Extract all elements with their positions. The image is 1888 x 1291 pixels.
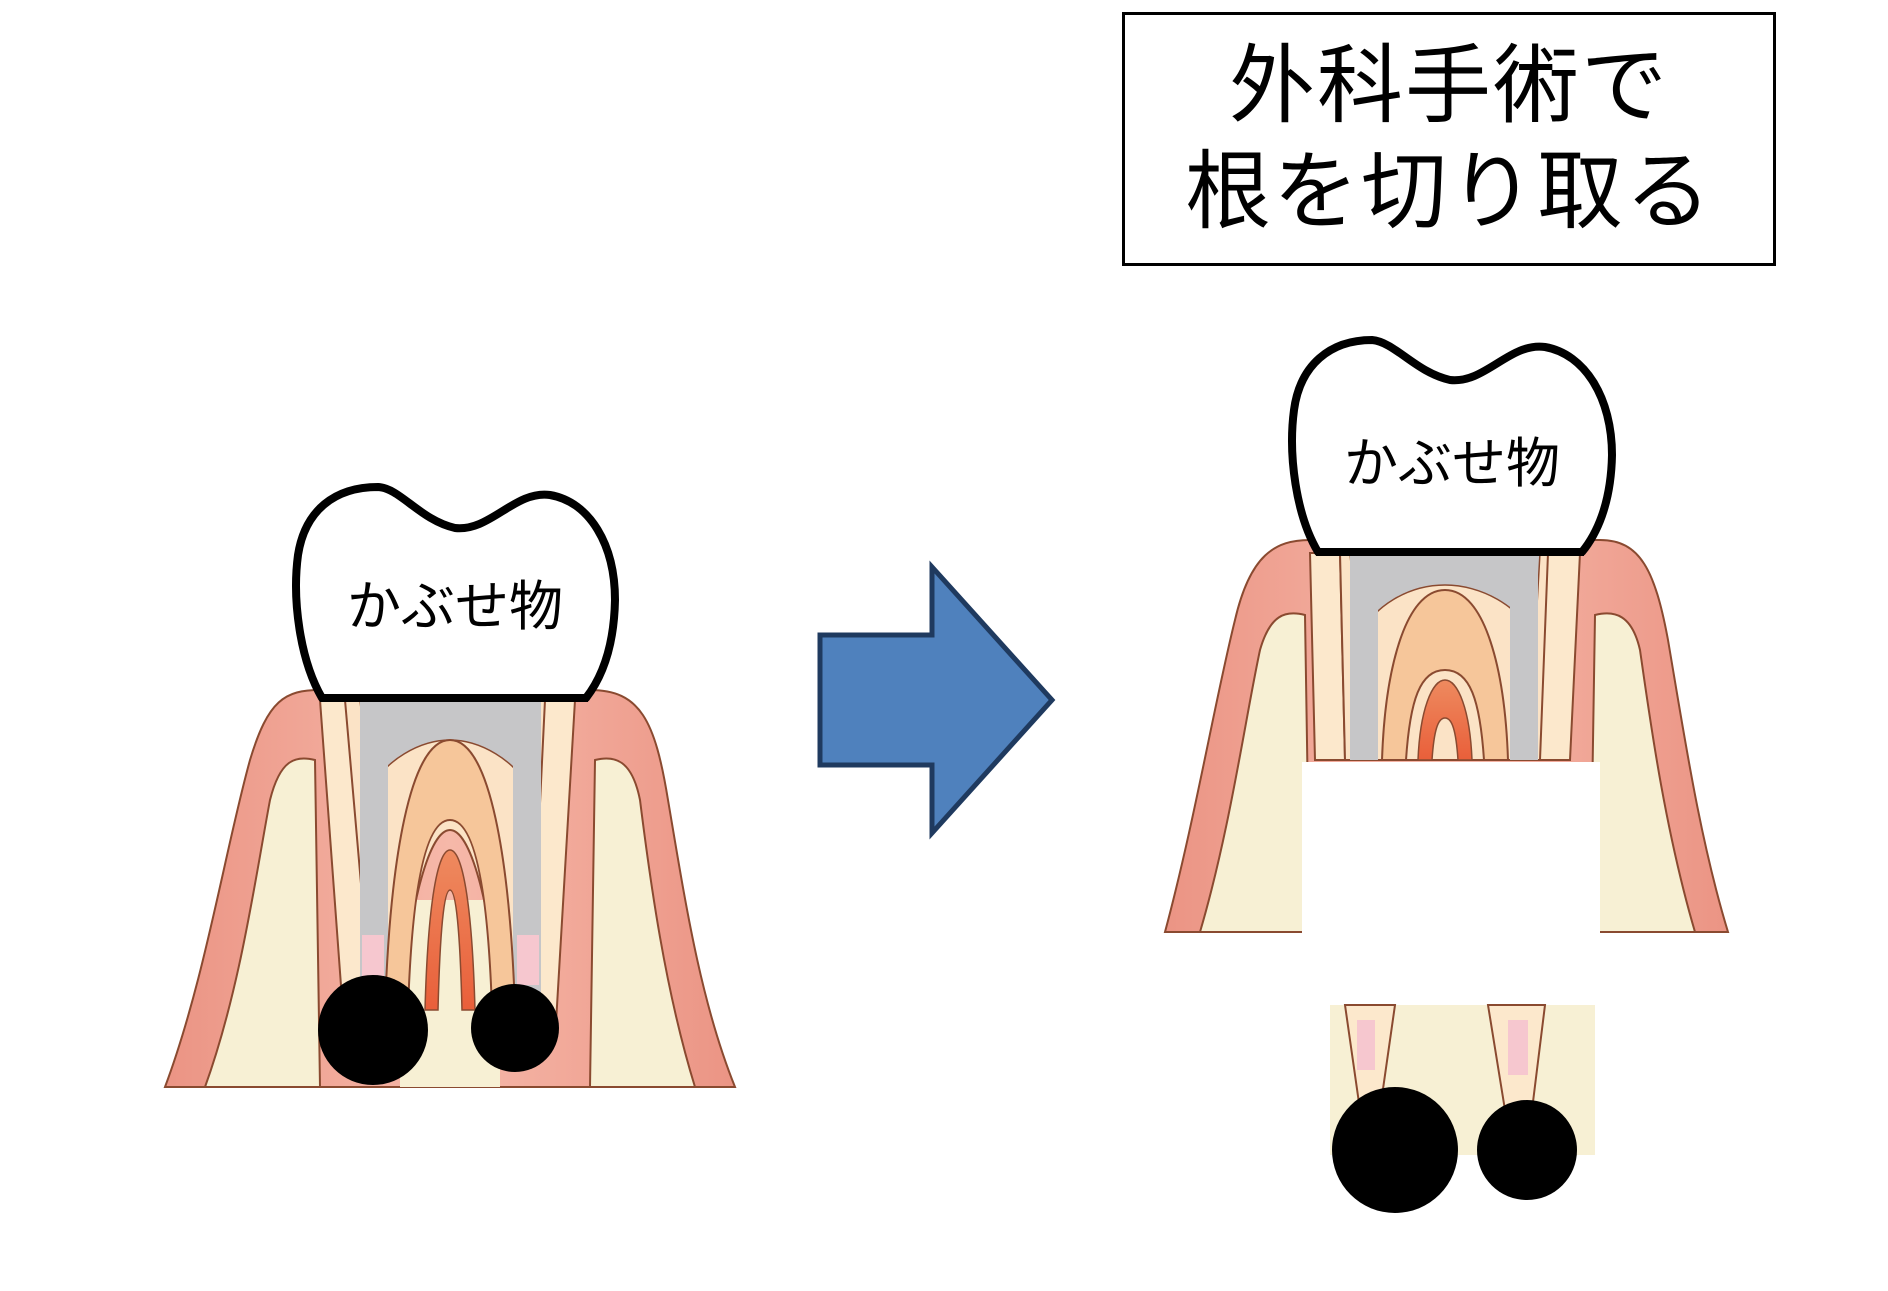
bone-after-left	[1198, 612, 1312, 933]
canal-tip-before-right	[517, 935, 539, 985]
lesion-after-left	[1332, 1087, 1458, 1213]
canal-tip-before-left	[362, 935, 384, 985]
pulp-inner-after	[1417, 679, 1473, 761]
crown-before	[292, 483, 619, 702]
tooth-after: かぶせ物	[1163, 336, 1730, 1213]
right-arrow-icon	[817, 560, 1056, 840]
canal-tip-after-left	[1357, 1020, 1375, 1070]
tooth-before: かぶせ物	[163, 483, 737, 1088]
pulp-inner-before	[424, 849, 476, 1011]
pulp-outer-after	[1380, 588, 1510, 761]
lesion-before-right	[471, 984, 559, 1072]
lesion-before-left	[318, 975, 428, 1085]
canal-tip-after-right	[1508, 1020, 1528, 1075]
crown-label-after: かぶせ物	[1344, 432, 1560, 495]
post-after-right	[1510, 553, 1538, 760]
crown-label-before: かぶせ物	[347, 575, 563, 638]
crown-after	[1288, 336, 1616, 556]
title-line-1: 外科手術で	[1229, 36, 1669, 136]
lesion-after-right	[1477, 1100, 1577, 1200]
cut-gap-after	[1302, 762, 1600, 1002]
bone-before	[203, 757, 322, 1088]
title-line-2: 根を切り取る	[1185, 142, 1713, 242]
bone-before-right	[588, 757, 697, 1088]
post-after-left	[1350, 553, 1378, 760]
title-box: 外科手術で 根を切り取る	[1122, 12, 1776, 266]
bone-after-right	[1588, 612, 1697, 933]
